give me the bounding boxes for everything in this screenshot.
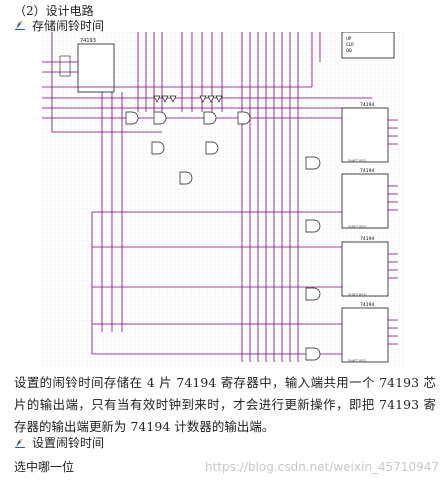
top-right-label-2: QB — [346, 48, 352, 53]
register-74194-4: 74194 SHIFT REG — [305, 302, 389, 363]
wire-grid — [42, 32, 372, 362]
register-2-name: 74194 — [360, 168, 374, 174]
register-3-name: 74194 — [360, 236, 374, 242]
register-2-footer: SHIFT REG — [348, 225, 367, 229]
gate-cluster — [125, 95, 251, 185]
circuit-schematic: 74193 UP CLR QB — [42, 32, 404, 368]
register-4-name: 74194 — [360, 302, 374, 308]
last-line: 选中哪一位 — [14, 460, 75, 474]
counter-chip-74193: 74193 — [59, 38, 115, 93]
register-74194-1: 74194 SHIFT REG — [305, 102, 389, 170]
register-4-footer: SHIFT REG — [348, 359, 367, 363]
register-74194-2: 74194 SHIFT REG — [305, 168, 389, 233]
register-3-footer: SHIFT REG — [348, 293, 367, 297]
subsection-title: 存储闹铃时间 — [32, 19, 105, 33]
description-paragraph: 设置的闹铃时间存储在 4 片 74194 寄存器中，输入端共用一个 74193 … — [14, 375, 436, 434]
register-1-footer: SHIFT REG — [348, 159, 367, 163]
register-1-name: 74194 — [360, 102, 374, 108]
counter-chip-label: 74193 — [80, 38, 96, 44]
watermark: https://blog.csdn.net/weixin_45710947 — [204, 460, 439, 474]
register-74194-3: 74194 SHIFT REG — [305, 236, 389, 301]
top-right-chip: UP CLR QB — [341, 32, 395, 59]
pencil-bullet-icon — [15, 20, 25, 30]
register-output-stubs — [388, 119, 398, 345]
top-right-label-0: UP — [346, 36, 352, 41]
top-right-label-1: CLR — [346, 42, 354, 47]
pencil-bullet-icon — [15, 438, 25, 448]
section-title: （2）设计电路 — [14, 4, 94, 18]
subsection-title-2: 设置闹铃时间 — [32, 436, 105, 450]
